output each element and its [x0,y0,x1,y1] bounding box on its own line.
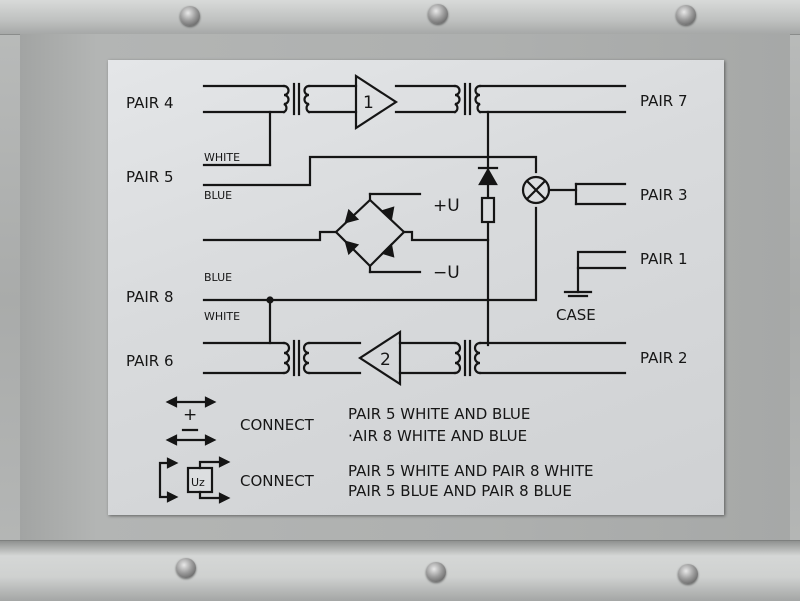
label-white-top: WHITE [204,151,240,164]
pair1-case-ground [563,250,627,298]
top-signal-path [202,73,627,167]
label-pair-1: PAIR 1 [640,250,688,268]
label-minus-u: −U [433,263,460,283]
pair5-blue-path [202,155,538,302]
label-pair-8: PAIR 8 [126,288,174,306]
rivet-top-center [428,4,448,24]
legend-jumper-plus: + [183,405,197,425]
bottom-signal-path [202,296,627,387]
diode-bridge [202,192,490,274]
legend-row1-line2: ·AIR 8 WHITE AND BLUE [348,427,527,445]
amplifier-1 [354,73,399,131]
rivet-bottom-center [426,562,446,582]
amplifier-1-number: 1 [363,93,374,113]
legend-row1-line1: PAIR 5 WHITE AND BLUE [348,405,530,423]
label-blue-bottom: BLUE [204,271,232,284]
legend-symbol-jumper [165,396,217,446]
legend-row2-line2: PAIR 5 BLUE AND PAIR 8 BLUE [348,482,572,500]
label-plus-u: +U [433,196,460,216]
legend-row1-action: CONNECT [240,416,315,434]
label-white-bottom: WHITE [204,310,240,323]
amplifier-2 [357,329,402,387]
amplifier-2-number: 2 [380,350,391,370]
rivet-top-right [676,5,696,25]
label-pair-4: PAIR 4 [126,94,174,112]
legend-zener-label: Uz [191,476,205,489]
label-pair-3: PAIR 3 [640,186,688,204]
label-pair-2: PAIR 2 [640,349,688,367]
supply-feed-line [477,110,499,347]
label-pair-5: PAIR 5 [126,168,174,186]
rivet-bottom-left [176,558,196,578]
legend-row2-line1: PAIR 5 WHITE AND PAIR 8 WHITE [348,462,593,480]
legend-symbol-zener [158,456,231,504]
housing-bottom-frame [0,540,800,601]
label-pair-6: PAIR 6 [126,352,174,370]
rivet-bottom-right [678,564,698,584]
label-case: CASE [556,306,596,324]
label-pair-7: PAIR 7 [640,92,688,110]
pair3-connection [521,175,627,206]
legend-row2-action: CONNECT [240,472,315,490]
label-blue-top: BLUE [204,189,232,202]
rivet-top-left [180,6,200,26]
